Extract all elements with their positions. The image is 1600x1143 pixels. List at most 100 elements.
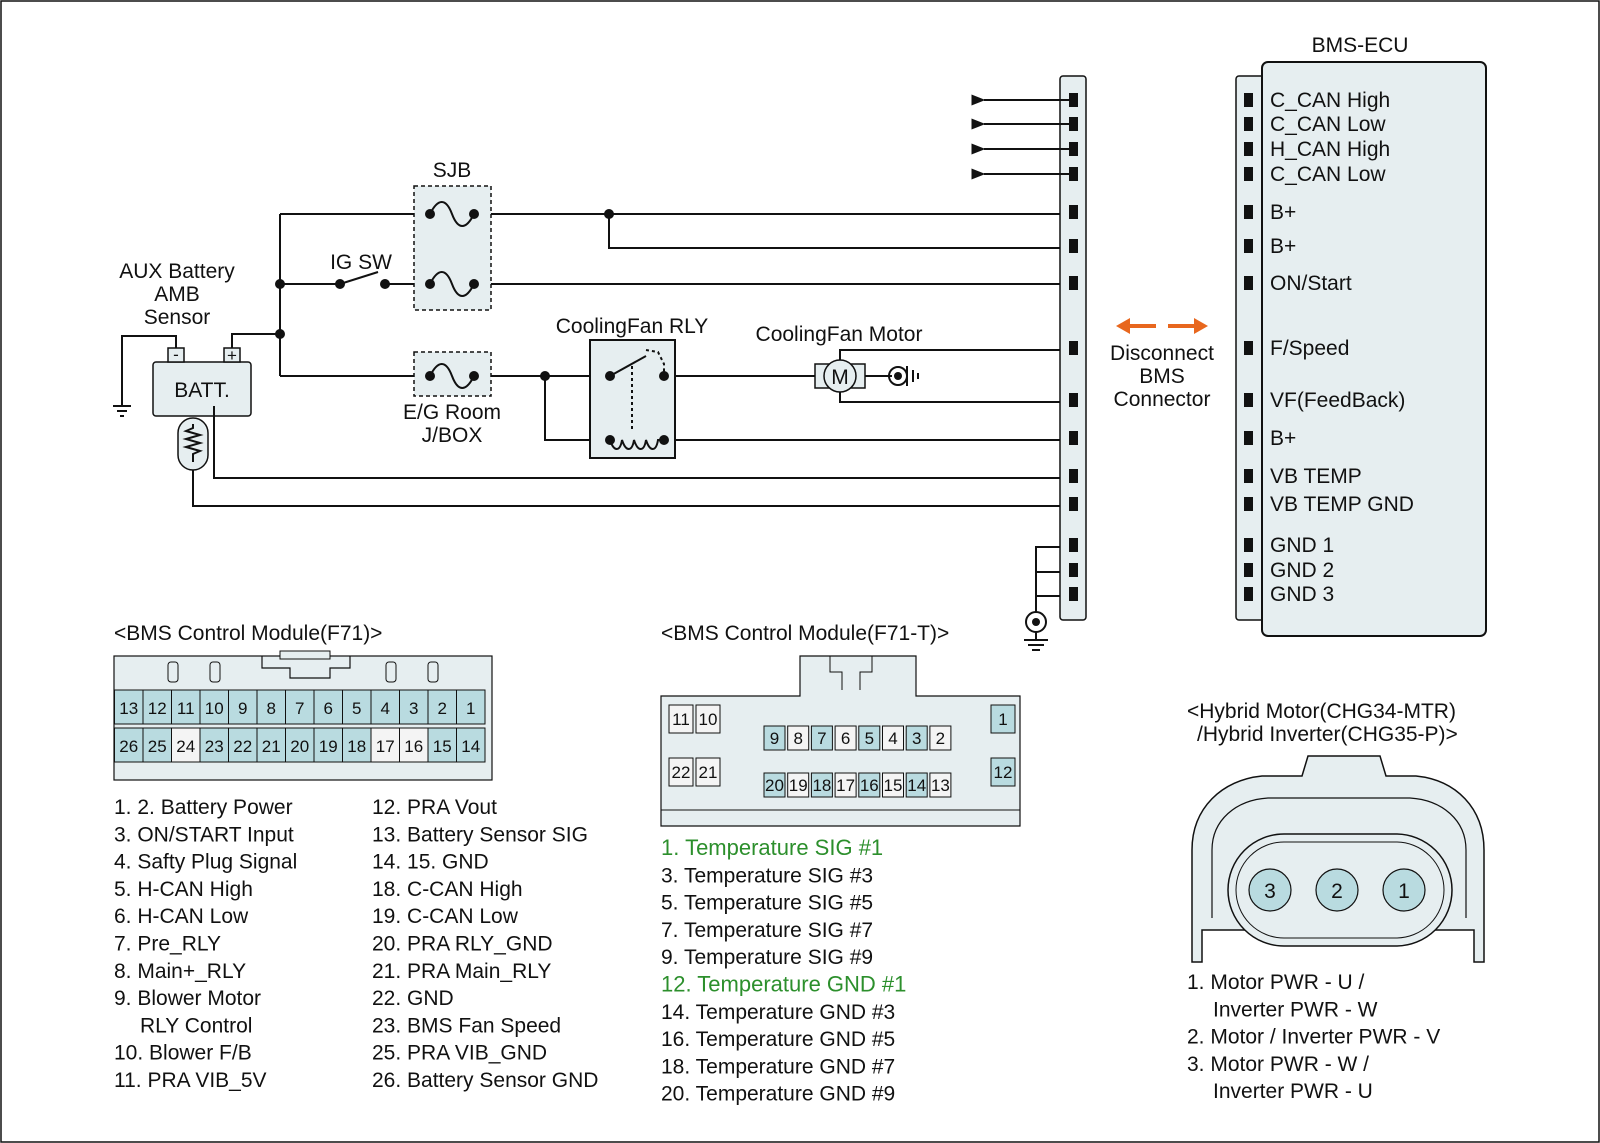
f71-pin-number: 8	[267, 699, 276, 718]
ecu-pin-marker	[1244, 93, 1253, 107]
f71-pin-cell	[114, 727, 144, 763]
svg-text:BMS: BMS	[1139, 365, 1185, 388]
svg-text:AUX Battery: AUX Battery	[119, 260, 235, 283]
f71t-pin-cell	[695, 757, 721, 787]
hybrid-pin	[1248, 868, 1292, 912]
ecu-pin-marker	[1244, 538, 1253, 552]
f71-legend-item: 14. 15. GND	[372, 851, 489, 874]
ecu-pin-marker	[1244, 563, 1253, 577]
f71-legend-item: 12. PRA Vout	[372, 796, 497, 819]
f71-pin-number: 16	[404, 737, 423, 756]
f71t-legend-item: 5. Temperature SIG #5	[661, 892, 873, 915]
f71-legend-item: 6. H-CAN Low	[114, 905, 249, 928]
ecu-pin-label: H_CAN High	[1270, 138, 1390, 161]
cooling-fan-motor-label: CoolingFan Motor	[756, 323, 923, 346]
f71-legend-item: 23. BMS Fan Speed	[372, 1014, 561, 1037]
ecu-pin-label: VF(FeedBack)	[1270, 389, 1405, 412]
f71t-pin-cell	[668, 757, 694, 787]
f71-pin-cell	[456, 727, 486, 763]
ecu-pin-marker	[1244, 431, 1253, 445]
f71t-pin-number: 5	[865, 729, 874, 748]
f71-pin-cell	[313, 727, 343, 763]
f71-title: <BMS Control Module(F71)>	[114, 622, 382, 645]
f71t-pin-number: 10	[699, 710, 718, 729]
f71t-pin-cell	[905, 725, 928, 751]
f71t-pin-number: 17	[836, 776, 855, 795]
f71t-pin-number: 13	[931, 776, 950, 795]
f71-legend-item: 5. H-CAN High	[114, 878, 253, 901]
cooling-fan-relay-label: CoolingFan RLY	[556, 315, 709, 338]
f71-pin-cell	[171, 727, 201, 763]
f71t-pin-number: 6	[841, 729, 850, 748]
f71t-pin-number: 1	[998, 710, 1007, 729]
hybrid-legend: 1. Motor PWR - U /Inverter PWR - W2. Mot…	[1187, 971, 1440, 1103]
ecu-pin-label: C_CAN Low	[1270, 113, 1386, 136]
f71-pin-number: 6	[324, 699, 333, 718]
ground-icon	[1024, 611, 1048, 651]
connector-pin	[1069, 497, 1078, 511]
f71t-pin-cell	[763, 725, 786, 751]
f71-legend-item: 11. PRA VIB_5V	[114, 1069, 267, 1092]
ecu-pin-label: B+	[1270, 235, 1296, 258]
f71-pin-number: 18	[347, 737, 366, 756]
f71t-legend-item-highlight: 1. Temperature SIG #1	[661, 835, 883, 860]
sjb-label: SJB	[433, 159, 472, 182]
amb-sensor-icon	[177, 406, 215, 471]
f71-pin-cell	[342, 689, 372, 725]
f71-pin-number: 22	[233, 737, 252, 756]
ecu-pin-marker	[1244, 117, 1253, 131]
ecu-pin-label: B+	[1270, 201, 1296, 224]
battery-minus-label: -	[173, 345, 179, 364]
ecu-pin-label: GND 2	[1270, 559, 1334, 582]
f71-legend-item: 20. PRA RLY_GND	[372, 933, 553, 956]
jbox-box	[413, 351, 492, 397]
junction-dots	[275, 209, 614, 381]
f71-legend-item: 13. Battery Sensor SIG	[372, 823, 588, 846]
f71-legend-item: 21. PRA Main_RLY	[372, 960, 551, 983]
f71-pin-number: 26	[119, 737, 138, 756]
f71-pin-number: 2	[438, 699, 447, 718]
connector-pin	[1069, 469, 1078, 483]
f71t-pin-cell	[834, 725, 857, 751]
ecu-pin-label: GND 3	[1270, 583, 1334, 606]
f71t-pin-cell	[834, 772, 857, 798]
hybrid-legend-item: Inverter PWR - W	[1213, 998, 1378, 1021]
f71-legend-item: 18. C-CAN High	[372, 878, 523, 901]
connector-pin	[1069, 167, 1078, 181]
hybrid-pin-number: 1	[1398, 880, 1410, 903]
f71t-pin-cell	[858, 772, 881, 798]
f71-pin-cell	[228, 727, 258, 763]
f71-pin-number: 10	[205, 699, 224, 718]
f71-pin-cell	[199, 689, 229, 725]
f71t-pin-number: 4	[888, 729, 897, 748]
hybrid-legend-item: Inverter PWR - U	[1213, 1080, 1373, 1103]
f71t-legend-item: 20. Temperature GND #9	[661, 1083, 895, 1106]
f71t-pin-number: 2	[936, 729, 945, 748]
hybrid-pin	[1315, 868, 1359, 912]
svg-text:Disconnect: Disconnect	[1110, 342, 1214, 365]
svg-text:Connector: Connector	[1114, 388, 1211, 411]
f71t-pin-cell	[905, 772, 928, 798]
f71-pin-cell	[399, 727, 429, 763]
f71-pin-number: 1	[466, 699, 475, 718]
f71-legend-item: 4. Safty Plug Signal	[114, 851, 297, 874]
f71-pin-number: 24	[176, 737, 195, 756]
connector-pin	[1069, 341, 1078, 355]
f71t-pin-number: 7	[817, 729, 826, 748]
ecu-pin-marker	[1244, 167, 1253, 181]
bms-ecu-title: BMS-ECU	[1312, 34, 1409, 57]
f71t-pin-cell	[990, 757, 1016, 787]
f71t-legend: 1. Temperature SIG #13. Temperature SIG …	[661, 835, 906, 1106]
f71-pin-cell	[114, 689, 144, 725]
ecu-pin-label: ON/Start	[1270, 272, 1352, 295]
f71-legend-item: 9. Blower Motor	[114, 987, 261, 1010]
f71-pin-number: 5	[352, 699, 361, 718]
connector-pin	[1069, 117, 1078, 131]
f71t-pin-number: 8	[793, 729, 802, 748]
hybrid-pin-number: 2	[1331, 880, 1343, 903]
f71-legend-item: 10. Blower F/B	[114, 1042, 252, 1065]
f71t-pin-number: 19	[789, 776, 808, 795]
connector-pin	[1069, 431, 1078, 445]
